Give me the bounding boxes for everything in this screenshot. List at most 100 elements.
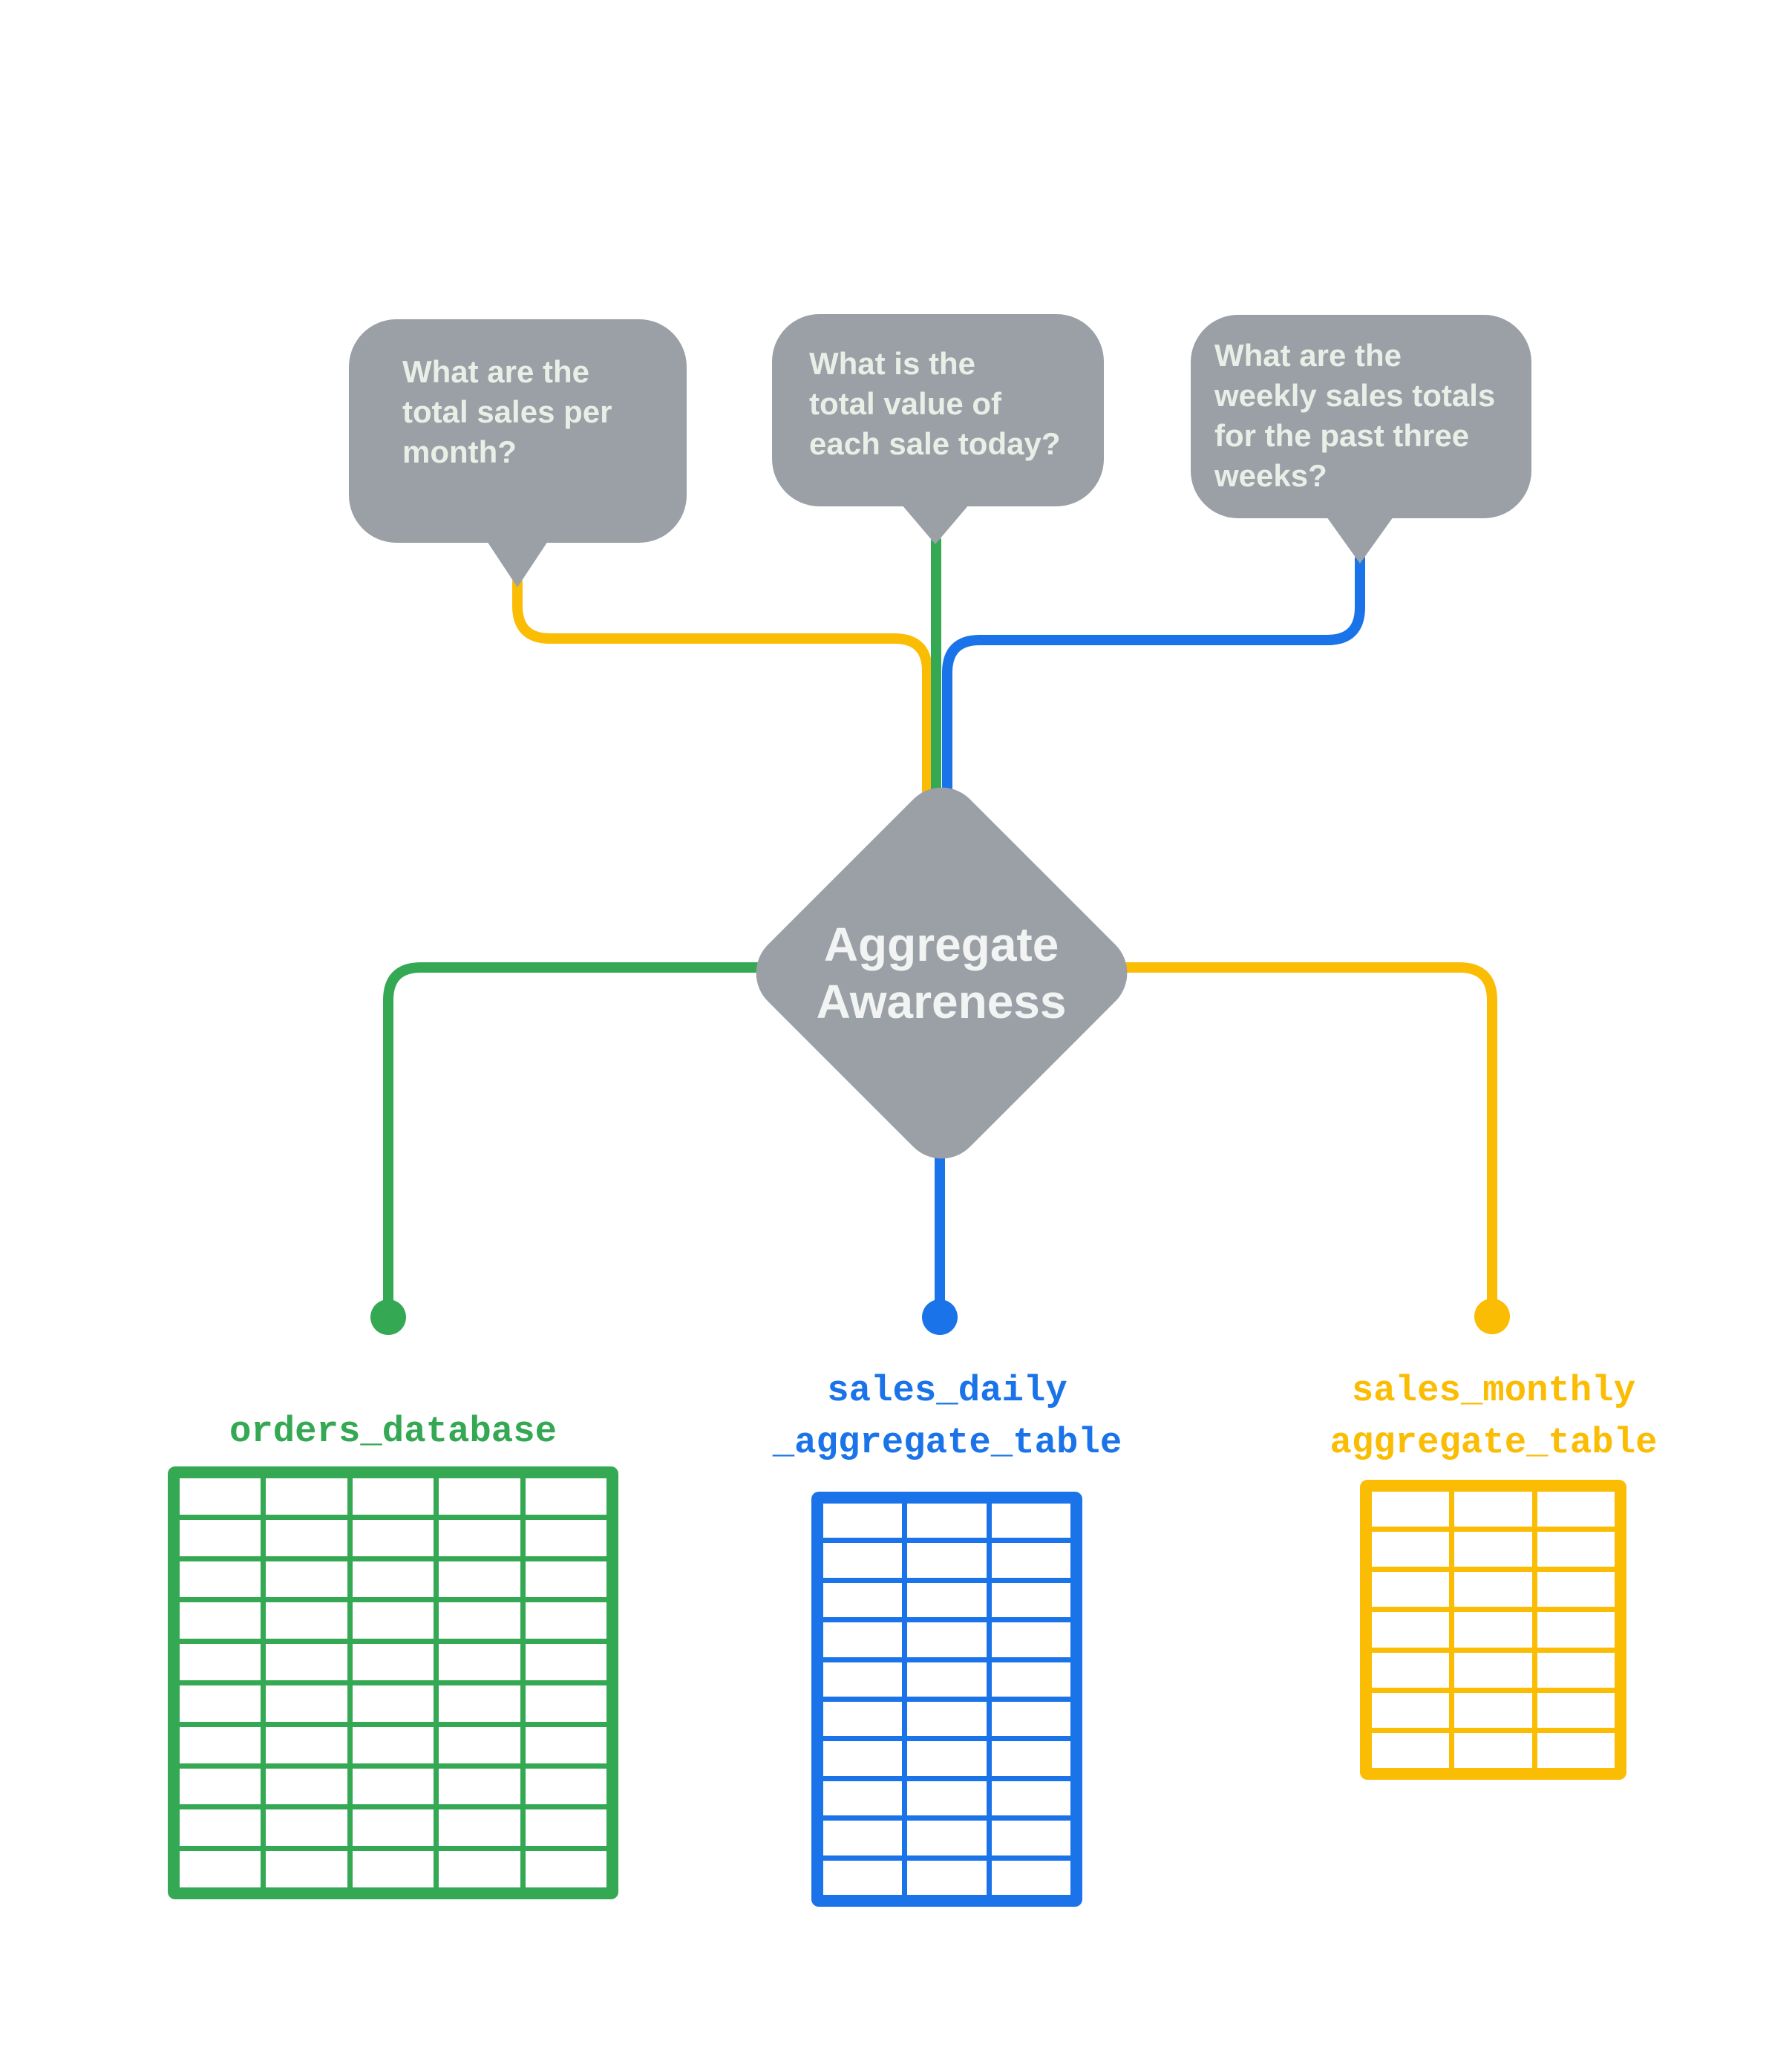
sales-monthly-label-line: aggregate_table — [1330, 1422, 1658, 1463]
question-bubble-1: What are the total sales per month? — [349, 319, 687, 543]
table-cell — [823, 1702, 903, 1737]
table-cell — [180, 1519, 261, 1556]
aggregate-awareness-label-line: Aggregate — [824, 917, 1059, 971]
table-cell — [991, 1622, 1070, 1657]
orders-database-endpoint-dot — [370, 1299, 406, 1335]
table-cell — [266, 1726, 347, 1763]
table-cell — [907, 1821, 987, 1855]
table-cell — [266, 1644, 347, 1680]
question-bubble-1-tail — [487, 541, 548, 587]
table-cell — [991, 1504, 1070, 1538]
table-cell — [525, 1519, 606, 1556]
table-cell — [823, 1582, 903, 1618]
table-cell — [180, 1809, 261, 1847]
table-cell — [180, 1478, 261, 1515]
table-cell — [1372, 1652, 1450, 1688]
connector-diamond-to-orders-database — [383, 962, 762, 1311]
table-cell — [1454, 1692, 1532, 1728]
aggregate-awareness-label: Aggregate Awareness — [817, 916, 1067, 1031]
table-cell — [439, 1519, 520, 1556]
table-cell — [823, 1860, 903, 1895]
table-cell — [352, 1478, 434, 1515]
table-cell — [823, 1622, 903, 1657]
table-cell — [352, 1768, 434, 1805]
table-cell — [525, 1561, 606, 1598]
table-cell — [907, 1741, 987, 1776]
table-cell — [1537, 1652, 1615, 1688]
table-cell — [439, 1478, 520, 1515]
question-bubble-3-line: What are the — [1214, 338, 1402, 373]
table-cell — [1454, 1492, 1532, 1527]
table-cell — [907, 1543, 987, 1578]
question-bubble-2-line: each sale today? — [809, 426, 1061, 461]
table-cell — [823, 1781, 903, 1816]
table-cell — [1537, 1532, 1615, 1567]
sales-monthly-aggregate-table — [1360, 1480, 1626, 1780]
table-cell — [823, 1662, 903, 1697]
table-cell — [1537, 1732, 1615, 1768]
table-cell — [180, 1726, 261, 1763]
table-cell — [907, 1504, 987, 1538]
table-cell — [439, 1726, 520, 1763]
table-cell — [1454, 1572, 1532, 1608]
table-cell — [352, 1726, 434, 1763]
table-cell — [991, 1543, 1070, 1578]
question-bubble-3-line: for the past three — [1214, 418, 1470, 453]
table-cell — [266, 1768, 347, 1805]
table-cell — [991, 1821, 1070, 1855]
question-bubble-1-line: month? — [402, 434, 517, 469]
question-bubble-3: What are the weekly sales totals for the… — [1191, 315, 1531, 518]
table-cell — [991, 1741, 1070, 1776]
table-cell — [352, 1685, 434, 1722]
table-cell — [525, 1644, 606, 1680]
sales-daily-aggregate-table — [811, 1492, 1082, 1907]
table-cell — [180, 1768, 261, 1805]
table-cell — [525, 1685, 606, 1722]
table-cell — [352, 1851, 434, 1887]
question-bubble-2-tail — [902, 505, 969, 544]
sales-monthly-aggregate-table-label: sales_monthly aggregate_table — [1318, 1365, 1669, 1469]
connector-question3-to-diamond — [942, 553, 1365, 801]
question-bubble-1-line: What are the — [402, 354, 590, 389]
question-bubble-2: What is the total value of each sale tod… — [772, 314, 1104, 506]
table-cell — [907, 1781, 987, 1816]
table-cell — [266, 1851, 347, 1887]
table-cell — [823, 1504, 903, 1538]
table-cell — [439, 1809, 520, 1847]
connector-question1-to-diamond — [512, 577, 932, 801]
table-cell — [525, 1768, 606, 1805]
orders-database-label-line: orders_database — [229, 1411, 557, 1452]
table-cell — [907, 1662, 987, 1697]
table-cell — [180, 1602, 261, 1639]
table-cell — [439, 1685, 520, 1722]
table-cell — [525, 1602, 606, 1639]
table-cell — [180, 1561, 261, 1598]
table-cell — [1537, 1572, 1615, 1608]
table-cell — [1454, 1612, 1532, 1648]
table-cell — [525, 1478, 606, 1515]
table-cell — [991, 1582, 1070, 1618]
table-cell — [266, 1809, 347, 1847]
table-cell — [1454, 1732, 1532, 1768]
question-bubble-1-line: total sales per — [402, 394, 612, 429]
table-cell — [180, 1685, 261, 1722]
table-cell — [1372, 1612, 1450, 1648]
aggregate-awareness-label-line: Awareness — [817, 974, 1067, 1028]
table-cell — [439, 1768, 520, 1805]
table-cell — [1537, 1612, 1615, 1648]
table-cell — [1454, 1532, 1532, 1567]
table-cell — [525, 1851, 606, 1887]
orders-database-label: orders_database — [168, 1406, 618, 1458]
table-cell — [525, 1726, 606, 1763]
table-cell — [991, 1860, 1070, 1895]
sales-monthly-endpoint-dot — [1474, 1299, 1510, 1334]
table-cell — [1537, 1492, 1615, 1527]
table-cell — [525, 1809, 606, 1847]
table-cell — [823, 1543, 903, 1578]
table-cell — [266, 1519, 347, 1556]
table-cell — [907, 1582, 987, 1618]
sales-daily-label-line: _aggregate_table — [772, 1422, 1122, 1463]
table-cell — [907, 1860, 987, 1895]
